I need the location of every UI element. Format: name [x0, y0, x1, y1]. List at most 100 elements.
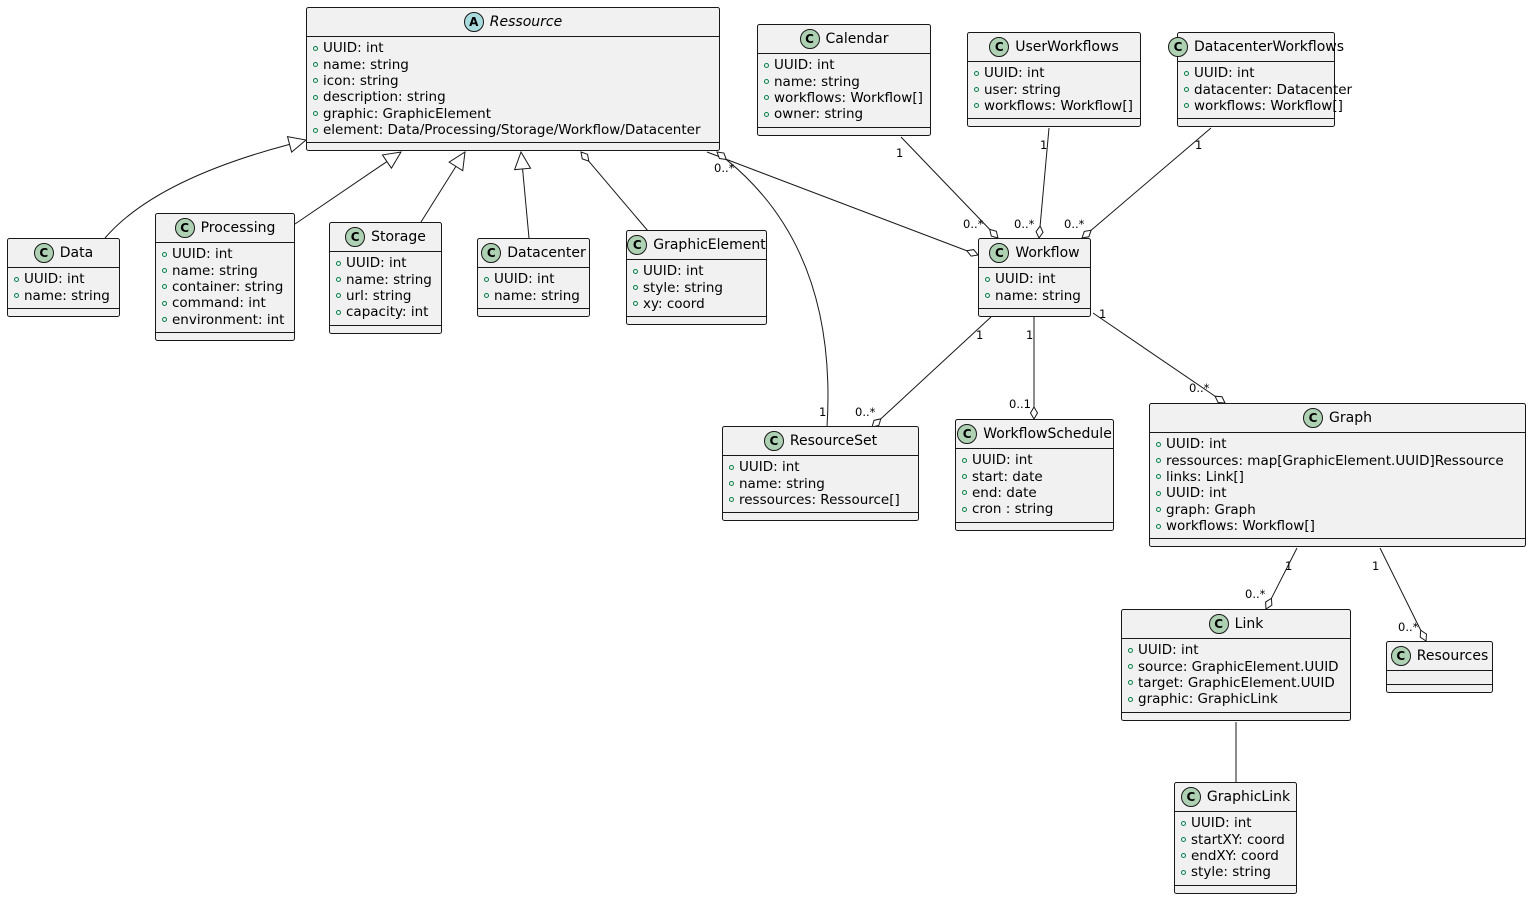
- multiplicity-label: 1: [1372, 559, 1380, 573]
- attribute-text: graphic: GraphicElement: [323, 105, 492, 122]
- attribute-text: element: Data/Processing/Storage/Workflo…: [323, 122, 701, 139]
- class-attribute: graphic: GraphicElement: [313, 106, 713, 122]
- class-attribute: name: string: [14, 287, 113, 304]
- aggregation-graph-link-line: [1270, 547, 1298, 599]
- class-attribute: workflows: Workflow[]: [974, 98, 1134, 114]
- class-attribute: graph: Graph: [1156, 502, 1519, 518]
- class-attribute: start: date: [962, 468, 1107, 485]
- class-icon: C: [957, 424, 978, 444]
- public-visibility-icon: [974, 103, 979, 109]
- attribute-text: url: string: [346, 287, 412, 304]
- class-name: Data: [59, 245, 94, 261]
- public-visibility-icon: [1156, 507, 1161, 513]
- class-attribute: datacenter: Datacenter: [1184, 81, 1352, 98]
- class-methods: [478, 309, 589, 316]
- class-methods: [979, 309, 1090, 316]
- aggregation-graph-resources-line: [1379, 547, 1422, 631]
- attribute-text: capacity: int: [346, 304, 429, 321]
- class-methods: [956, 523, 1113, 530]
- multiplicity-label: 1: [1099, 307, 1107, 321]
- multiplicity-label: 1: [896, 146, 904, 160]
- aggregation-datacenterworkflows-workflow-line: [1090, 127, 1212, 231]
- attribute-text: name: string: [346, 271, 432, 288]
- class-name: Storage: [371, 229, 426, 245]
- inheritance-arrow-head: [513, 150, 532, 171]
- class-attribute: name: string: [764, 73, 924, 90]
- class-methods: [156, 333, 294, 340]
- public-visibility-icon: [162, 268, 167, 274]
- class-icon: C: [1303, 408, 1324, 428]
- class-methods: [968, 119, 1140, 126]
- class-attribute: ressources: Ressource[]: [729, 492, 912, 508]
- attribute-text: name: string: [494, 287, 580, 304]
- public-visibility-icon: [313, 127, 318, 133]
- attribute-text: UUID: int: [1194, 65, 1255, 82]
- public-visibility-icon: [962, 474, 967, 480]
- class-methods: [1387, 685, 1492, 692]
- class-icon: C: [1208, 614, 1229, 634]
- public-visibility-icon: [14, 293, 19, 299]
- multiplicity-label: 0..*: [1189, 381, 1210, 395]
- public-visibility-icon: [1181, 853, 1186, 859]
- attribute-text: links: Link[]: [1166, 468, 1244, 485]
- multiplicity-label: 0..*: [1398, 620, 1419, 634]
- class-attribute: workflows: Workflow[]: [1184, 98, 1343, 114]
- aggregation-diamond: [965, 249, 979, 257]
- public-visibility-icon: [764, 62, 769, 68]
- attribute-text: startXY: coord: [1191, 831, 1285, 848]
- public-visibility-icon: [974, 70, 979, 76]
- attribute-text: UUID: int: [1138, 642, 1199, 659]
- multiplicity-label: 1: [1285, 559, 1293, 573]
- attribute-text: graph: Graph: [1166, 501, 1256, 518]
- class-attribute: UUID: int: [1184, 65, 1328, 81]
- attribute-text: style: string: [643, 279, 723, 296]
- public-visibility-icon: [729, 481, 734, 487]
- multiplicity-label: 0..*: [1014, 217, 1035, 231]
- public-visibility-icon: [729, 464, 734, 470]
- attribute-text: UUID: int: [739, 459, 800, 476]
- attribute-text: UUID: int: [1166, 436, 1227, 453]
- attribute-text: name: string: [24, 287, 110, 304]
- class-name: Graph: [1329, 410, 1372, 426]
- aggregation-ressource-workflow-line: [706, 151, 967, 252]
- inheritance-datacenter-line: [522, 168, 530, 239]
- public-visibility-icon: [962, 506, 967, 512]
- class-methods: [1122, 713, 1350, 720]
- public-visibility-icon: [162, 300, 167, 306]
- class-attribute: command: int: [162, 295, 288, 311]
- class-name: GraphicLink: [1206, 789, 1291, 805]
- public-visibility-icon: [14, 276, 19, 282]
- aggregation-userworkflows-workflow-line: [1039, 127, 1050, 227]
- class-attribute: UUID: int: [1156, 485, 1519, 501]
- class-methods: [1150, 539, 1525, 546]
- class-methods: [627, 317, 766, 324]
- aggregation-calendar-workflow-line: [900, 136, 991, 230]
- multiplicity-label: 0..*: [1064, 217, 1085, 231]
- attribute-text: UUID: int: [24, 271, 85, 288]
- class-header: C Graph: [1150, 404, 1525, 433]
- class-attribute: graphic: GraphicLink: [1128, 691, 1344, 707]
- class-icon: C: [481, 243, 502, 263]
- aggregation-diamond: [1035, 225, 1044, 239]
- class-attribute: UUID: int: [1128, 642, 1344, 658]
- public-visibility-icon: [962, 457, 967, 463]
- attribute-text: name: string: [739, 475, 825, 492]
- public-visibility-icon: [633, 301, 638, 307]
- class-name: GraphicElement: [653, 237, 766, 253]
- class-attribute: UUID: int: [985, 271, 1084, 287]
- class-attribute: links: Link[]: [1156, 469, 1519, 485]
- class-name: Calendar: [825, 31, 889, 47]
